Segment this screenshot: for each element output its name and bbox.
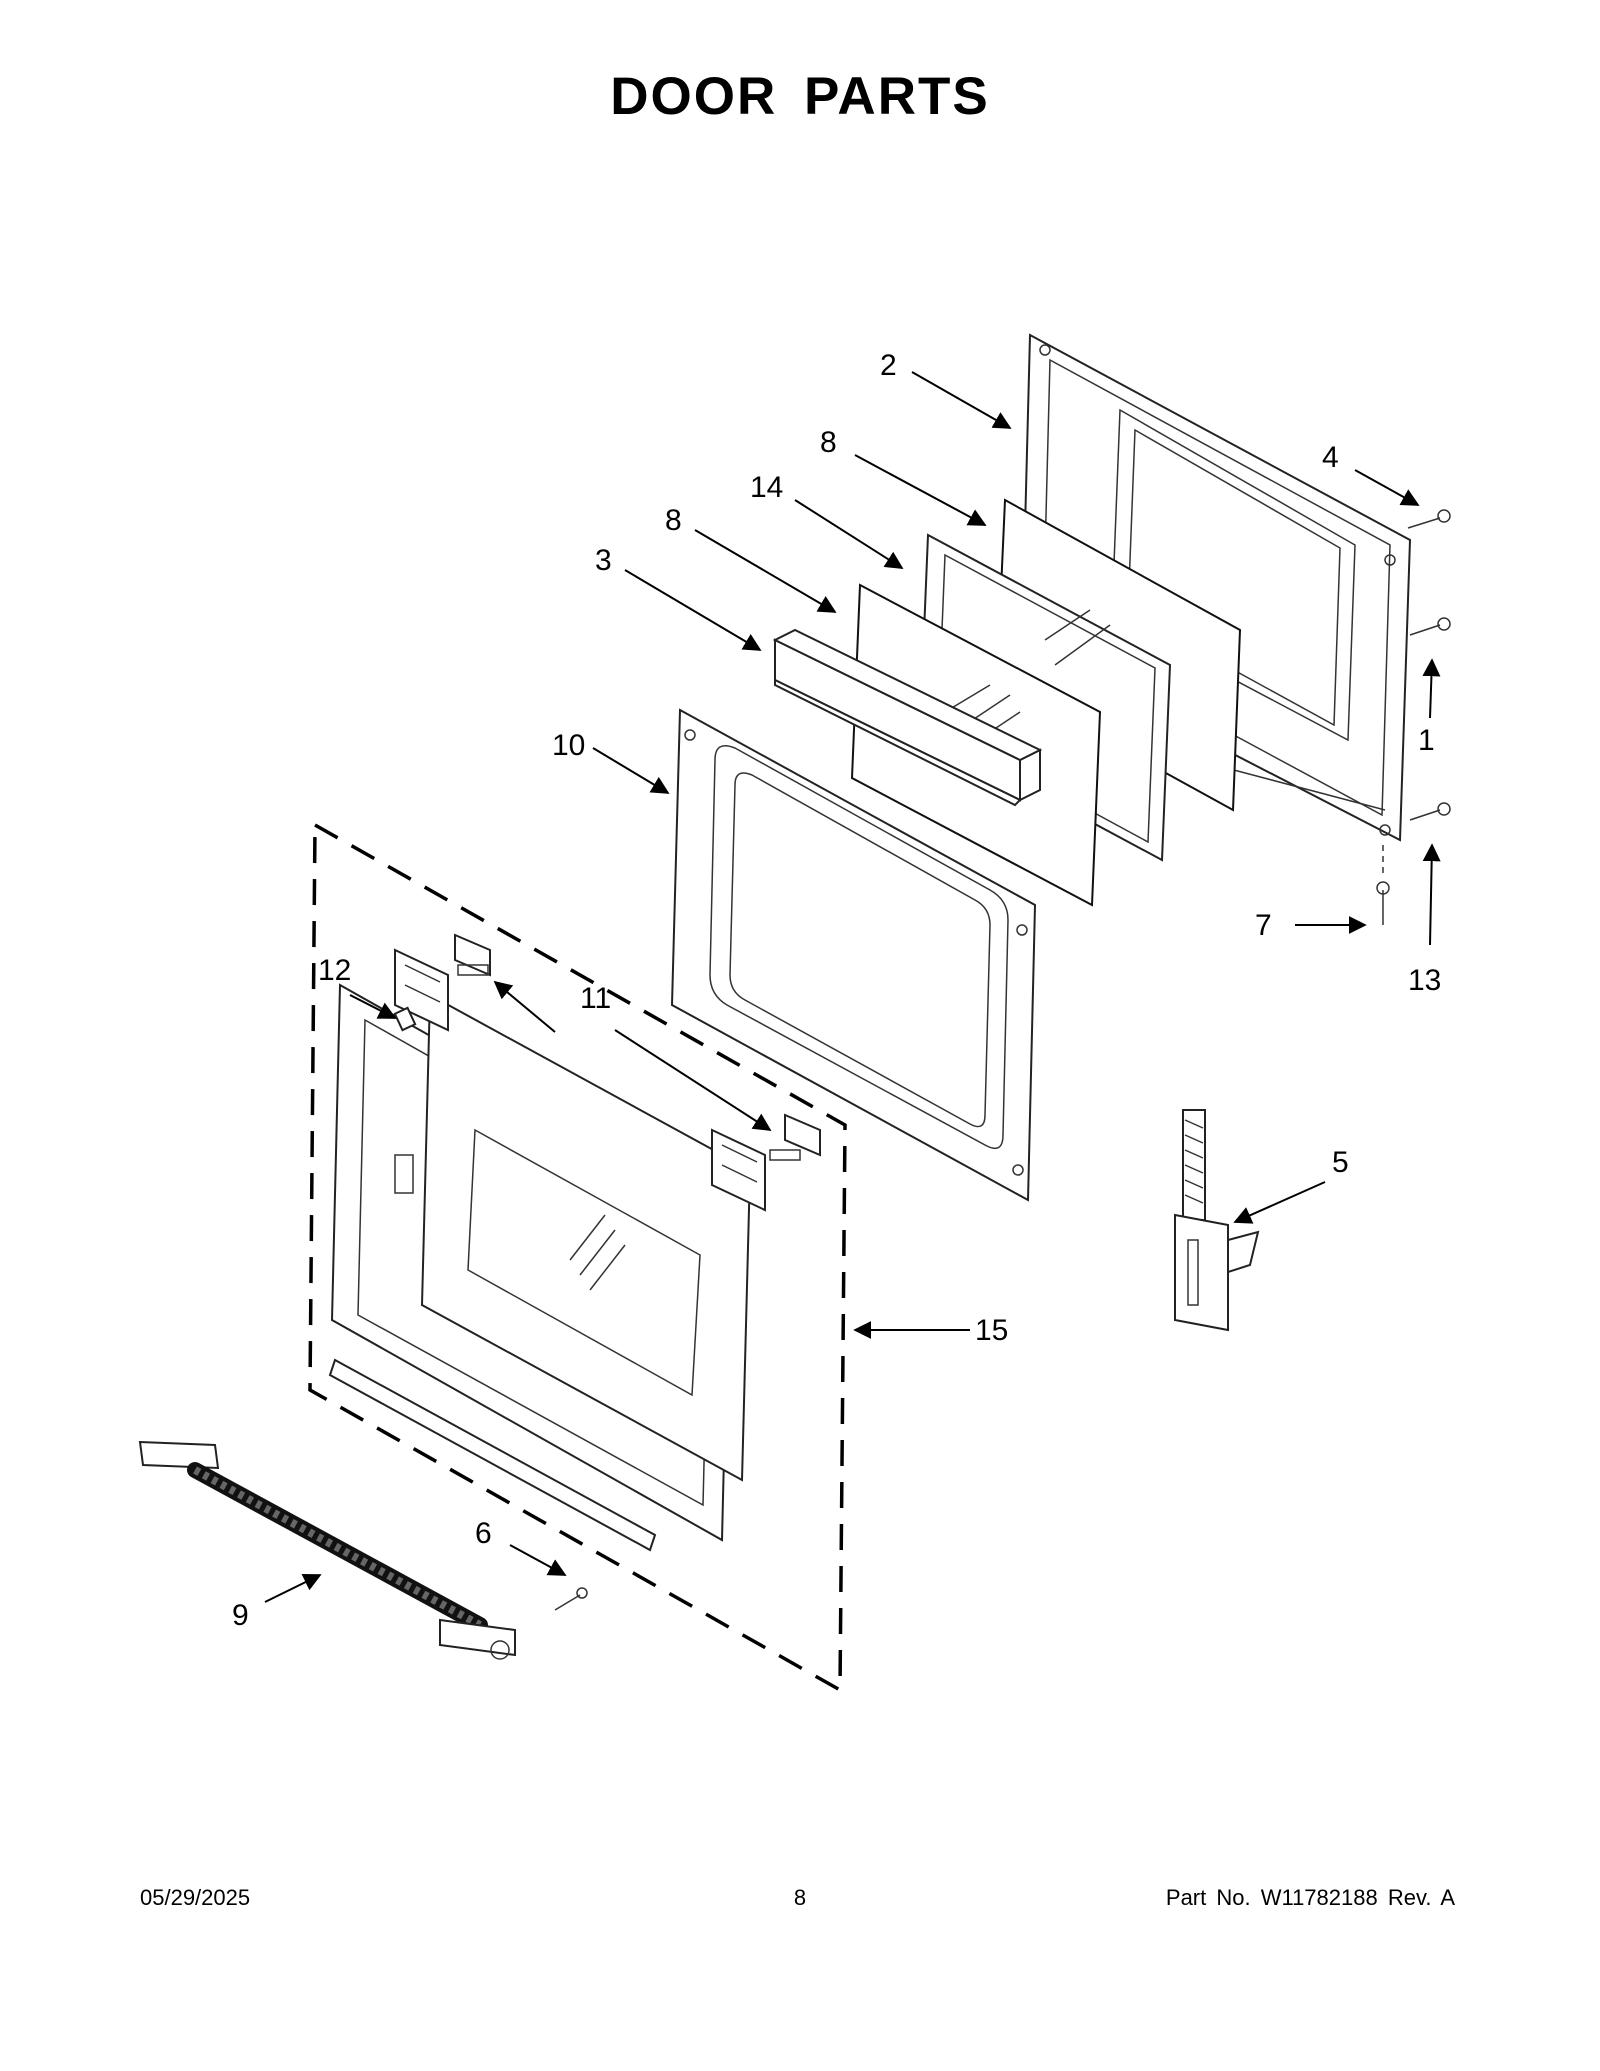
callout-8-back: 8 bbox=[820, 426, 837, 459]
callout-3: 3 bbox=[595, 544, 612, 577]
door-liner bbox=[670, 708, 1037, 1202]
callout-13: 13 bbox=[1408, 964, 1441, 997]
callout-4: 4 bbox=[1322, 441, 1339, 474]
callout-5: 5 bbox=[1332, 1146, 1349, 1179]
callout-9: 9 bbox=[232, 1599, 249, 1632]
hinge-receiver-upper bbox=[454, 933, 491, 977]
callout-7: 7 bbox=[1255, 909, 1272, 942]
screw-13 bbox=[1409, 802, 1451, 821]
footer-date: 05/29/2025 bbox=[140, 1885, 251, 1910]
screw-1 bbox=[1409, 617, 1451, 636]
door-handle bbox=[138, 1440, 516, 1660]
callout-6: 6 bbox=[475, 1517, 492, 1550]
inner-door-panel bbox=[1020, 333, 1412, 842]
insulation-block bbox=[772, 628, 1043, 807]
door-hinge bbox=[1174, 1109, 1260, 1332]
door-pin bbox=[393, 1006, 417, 1032]
footer-page-number: 8 bbox=[793, 1885, 807, 1910]
outer-door-assembly bbox=[308, 822, 847, 1693]
handle-screw bbox=[554, 1587, 588, 1611]
screw-7 bbox=[1376, 881, 1390, 925]
callout-12: 12 bbox=[318, 954, 351, 987]
callout-11: 11 bbox=[580, 982, 611, 1015]
callout-15: 15 bbox=[975, 1314, 1008, 1347]
callout-10: 10 bbox=[552, 729, 585, 762]
callout-14: 14 bbox=[750, 471, 783, 504]
screw-4 bbox=[1407, 509, 1451, 529]
hinge-block-right bbox=[711, 1128, 766, 1212]
hinge-receiver-lower bbox=[769, 1113, 821, 1161]
callout-1: 1 bbox=[1418, 724, 1435, 757]
page-title: DOOR PARTS bbox=[610, 67, 990, 126]
callout-2: 2 bbox=[880, 349, 897, 382]
leader-lines bbox=[264, 371, 1441, 1603]
callout-8-front: 8 bbox=[665, 504, 682, 537]
footer-part-number: Part No. W11782188 Rev. A bbox=[1165, 1885, 1455, 1910]
